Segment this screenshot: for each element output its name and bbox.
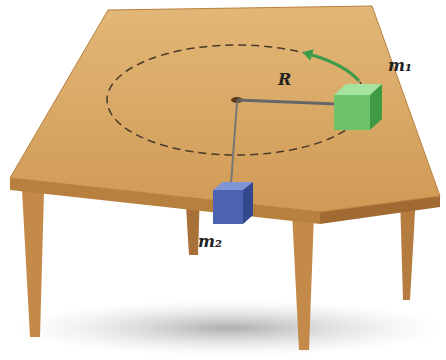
rotating-mass (370, 84, 382, 130)
radius-label: R (278, 70, 291, 89)
string (231, 102, 237, 184)
mass-label: m₂ (198, 232, 222, 251)
rotating-mass (334, 95, 370, 130)
table-top (10, 6, 440, 212)
hanging-mass (213, 190, 243, 224)
table-leg (292, 212, 314, 350)
table-leg (22, 190, 44, 337)
floor-shadow (15, 300, 445, 356)
hanging-mass (243, 182, 253, 224)
motion-arrow (312, 55, 359, 81)
mass-label: m₁ (388, 56, 412, 75)
circular-path (107, 45, 367, 155)
arrow-head (302, 49, 313, 61)
string (237, 100, 337, 104)
